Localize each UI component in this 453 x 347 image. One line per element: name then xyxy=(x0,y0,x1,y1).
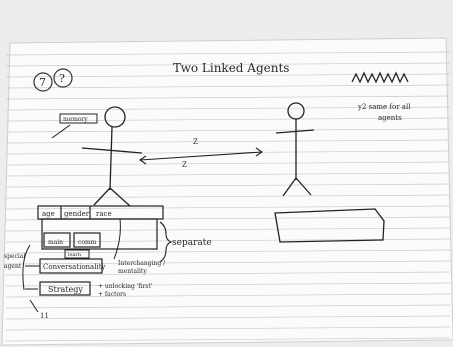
top-right-note-line1: y2 same for all xyxy=(357,103,411,111)
page-title: Two Linked Agents xyxy=(173,61,289,75)
middle-note-line2: mentality xyxy=(118,268,147,275)
bottom-note-line2: + factors xyxy=(98,291,126,298)
memory-label: memory xyxy=(63,116,88,123)
strategy-label: Strategy xyxy=(48,285,83,294)
attr-age: age xyxy=(42,210,55,218)
inner-main: main xyxy=(48,239,63,246)
link-mark-top: Z xyxy=(193,138,198,146)
inner-comm: comm xyxy=(78,239,97,246)
margin-text-1: special xyxy=(4,253,25,260)
circled-mark-2: ? xyxy=(59,72,65,85)
bottom-note-line1: + unlocking 'first' xyxy=(98,283,153,290)
learn-label: learn xyxy=(68,252,82,258)
circled-mark-1: 7 xyxy=(39,76,46,89)
separate-text: separate xyxy=(172,238,212,248)
middle-note-line1: Interchanging / xyxy=(118,260,166,267)
margin-text-2: agent xyxy=(4,263,22,270)
link-mark-bottom: Z xyxy=(182,161,187,169)
conversationality-label: Conversationality xyxy=(43,263,106,271)
attr-gender: gender xyxy=(64,210,90,218)
attr-race: race xyxy=(96,210,112,218)
top-right-note-line2: agents xyxy=(378,114,402,122)
bottom-arrow-mark: 11 xyxy=(40,312,49,320)
